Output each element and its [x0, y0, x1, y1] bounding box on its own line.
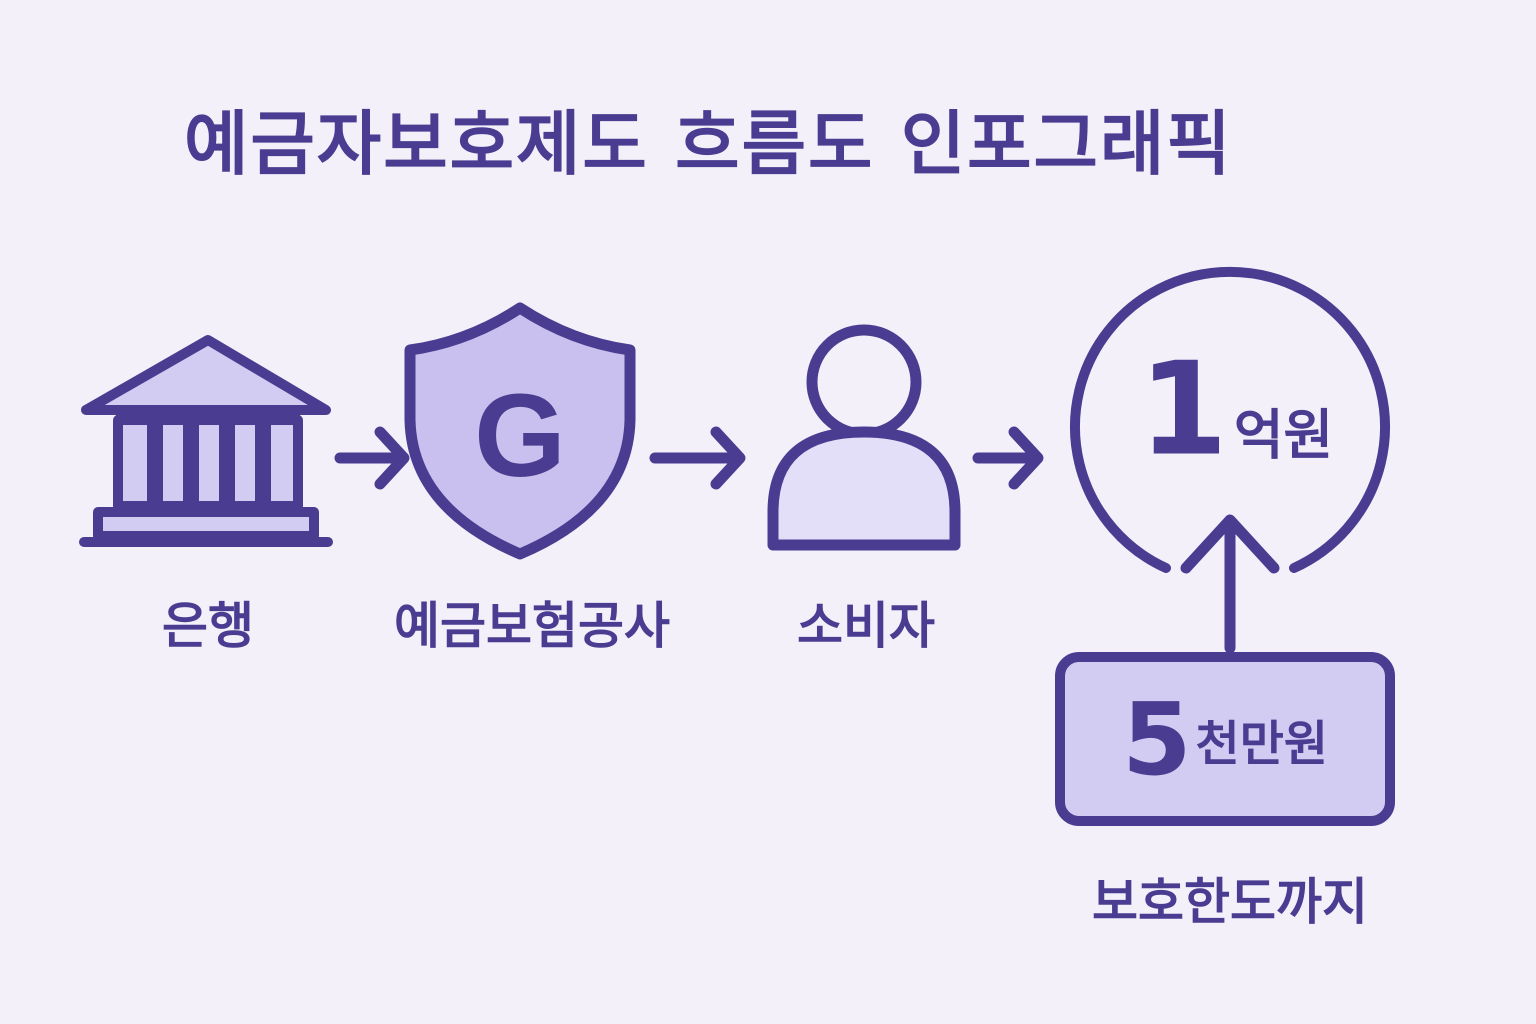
bank-icon	[79, 335, 333, 547]
arrow-right-icon	[649, 426, 746, 490]
old-limit-unit: 천만원	[1195, 716, 1329, 772]
kdic-label: 예금보험공사	[394, 597, 670, 655]
new-limit-number: 1	[1138, 335, 1228, 485]
arrow-up-icon	[1180, 514, 1280, 654]
shield-emblem: G	[474, 370, 566, 502]
limit-circle	[1070, 266, 1390, 573]
arrow-right-icon	[972, 426, 1044, 490]
old-limit-number: 5	[1121, 680, 1192, 798]
consumer-label: 소비자	[797, 597, 935, 655]
limit-caption: 보호한도까지	[1092, 873, 1368, 931]
page-title: 예금자보호제도 흐름도 인포그래픽	[184, 103, 1233, 185]
shield-icon: G	[404, 302, 636, 560]
arrow-right-icon	[334, 426, 410, 490]
person-icon	[767, 324, 961, 551]
new-limit-unit: 억원	[1233, 403, 1334, 467]
bank-label: 은행	[162, 597, 254, 655]
